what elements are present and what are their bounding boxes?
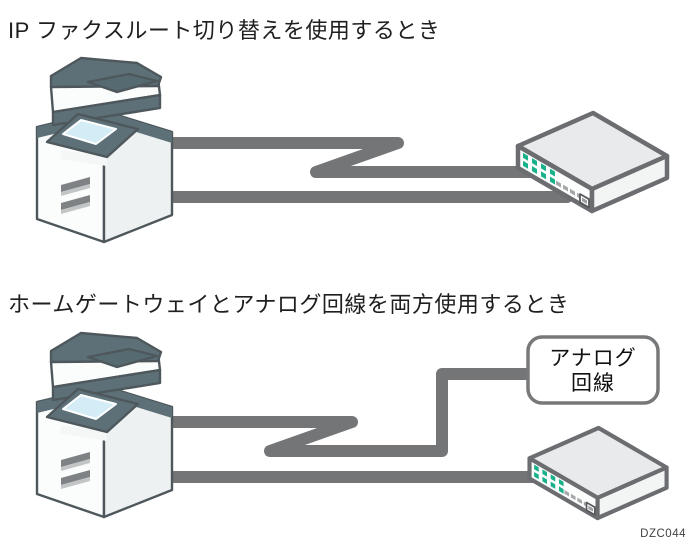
section2-title: ホームゲートウェイとアナログ回線を両方使用するとき — [8, 292, 569, 317]
section2-mfp-printer-icon — [35, 331, 174, 519]
analog-line-box-border — [526, 335, 660, 405]
section1-mfp-printer-icon — [35, 56, 174, 244]
figure-code: DZC044 — [640, 528, 686, 540]
section2-zigzag-cable — [154, 368, 536, 457]
section1-title: IP ファクスルート切り替えを使用するとき — [8, 18, 440, 43]
analog-line-box-label-line2: 回線 — [571, 372, 615, 395]
section2-network-hub-icon — [530, 428, 667, 518]
analog-line-box: アナログ 回線 — [526, 335, 660, 405]
analog-line-box-label-line1: アナログ — [549, 347, 637, 370]
section1-zigzag-cable — [154, 137, 556, 178]
